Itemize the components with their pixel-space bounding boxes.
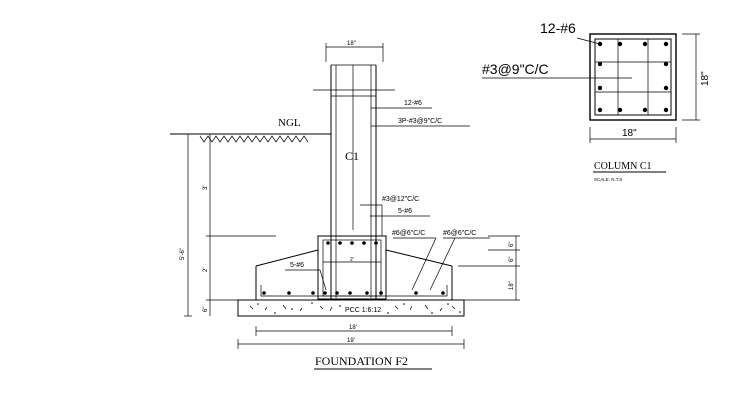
total-height-label: 5'-6" [180,248,186,260]
upper-height-label: 3' [203,186,209,190]
column-rebar-callouts: 12-#6 3P-#3@9"C/C [371,100,470,127]
foundation-title: FOUNDATION F2 [315,354,408,368]
left-dimensions: 5'-6" 3' 2' 6" [180,133,276,317]
pedestal-height-label: 2' [350,257,354,263]
col-bars-label: 12-#6 [404,100,422,107]
right-dim-2: 6" [509,257,515,262]
section-width-label: 18" [622,128,637,139]
column-width-label: 18" [347,41,356,47]
right-dim-3: 18" [509,281,515,290]
column-mark: C1 [345,149,359,163]
pedestal-bars-label: 5-#6 [398,208,412,215]
foundation-f2-section: 18" C1 NGL 12-#6 3P-#3@9"C/C [170,41,520,370]
col-ties-label: 3P-#3@9"C/C [398,118,442,125]
column-c1-section: 12-#6 #3@9"C/C 18" 18" COLUMN C1 SCALE: … [482,20,711,182]
mesh-callouts: #6@6"C/C #6@6"C/C [392,230,490,291]
pedestal-ties-label: #3@12"C/C [382,196,419,203]
mesh-left-label: #6@6"C/C [392,230,425,237]
ngl-label: NGL [278,117,301,129]
right-dimensions: 6" 6" 18" [458,235,520,301]
pcc-width-label: 19' [347,338,355,344]
section-bars-label: 12-#6 [540,20,576,36]
pcc-height-label: 6" [203,307,209,312]
column-width-dimension: 18" [325,41,384,62]
natural-ground-level: NGL [170,117,331,143]
pcc-layer: PCC 1:6:12 [237,299,465,317]
right-dim-1: 6" [509,242,515,247]
section-depth-label: 18" [700,71,711,86]
footing: 5-#6 [255,249,453,301]
lower-height-label: 2' [203,268,209,272]
bottom-dimensions: 18' 19' [237,325,465,349]
mesh-right-label: #6@6"C/C [443,230,476,237]
footing-width-label: 18' [349,325,357,331]
section-ties-label: #3@9"C/C [482,61,549,77]
scale-label: SCALE: N.T.S [594,177,622,182]
pedestal: #3@12"C/C 5-#6 2' [317,196,430,300]
pcc-label: PCC 1:6:12 [345,307,381,314]
column-section-title: COLUMN C1 [594,161,652,172]
footing-bars-label: 5-#6 [290,262,304,269]
column-body: C1 [313,64,395,300]
